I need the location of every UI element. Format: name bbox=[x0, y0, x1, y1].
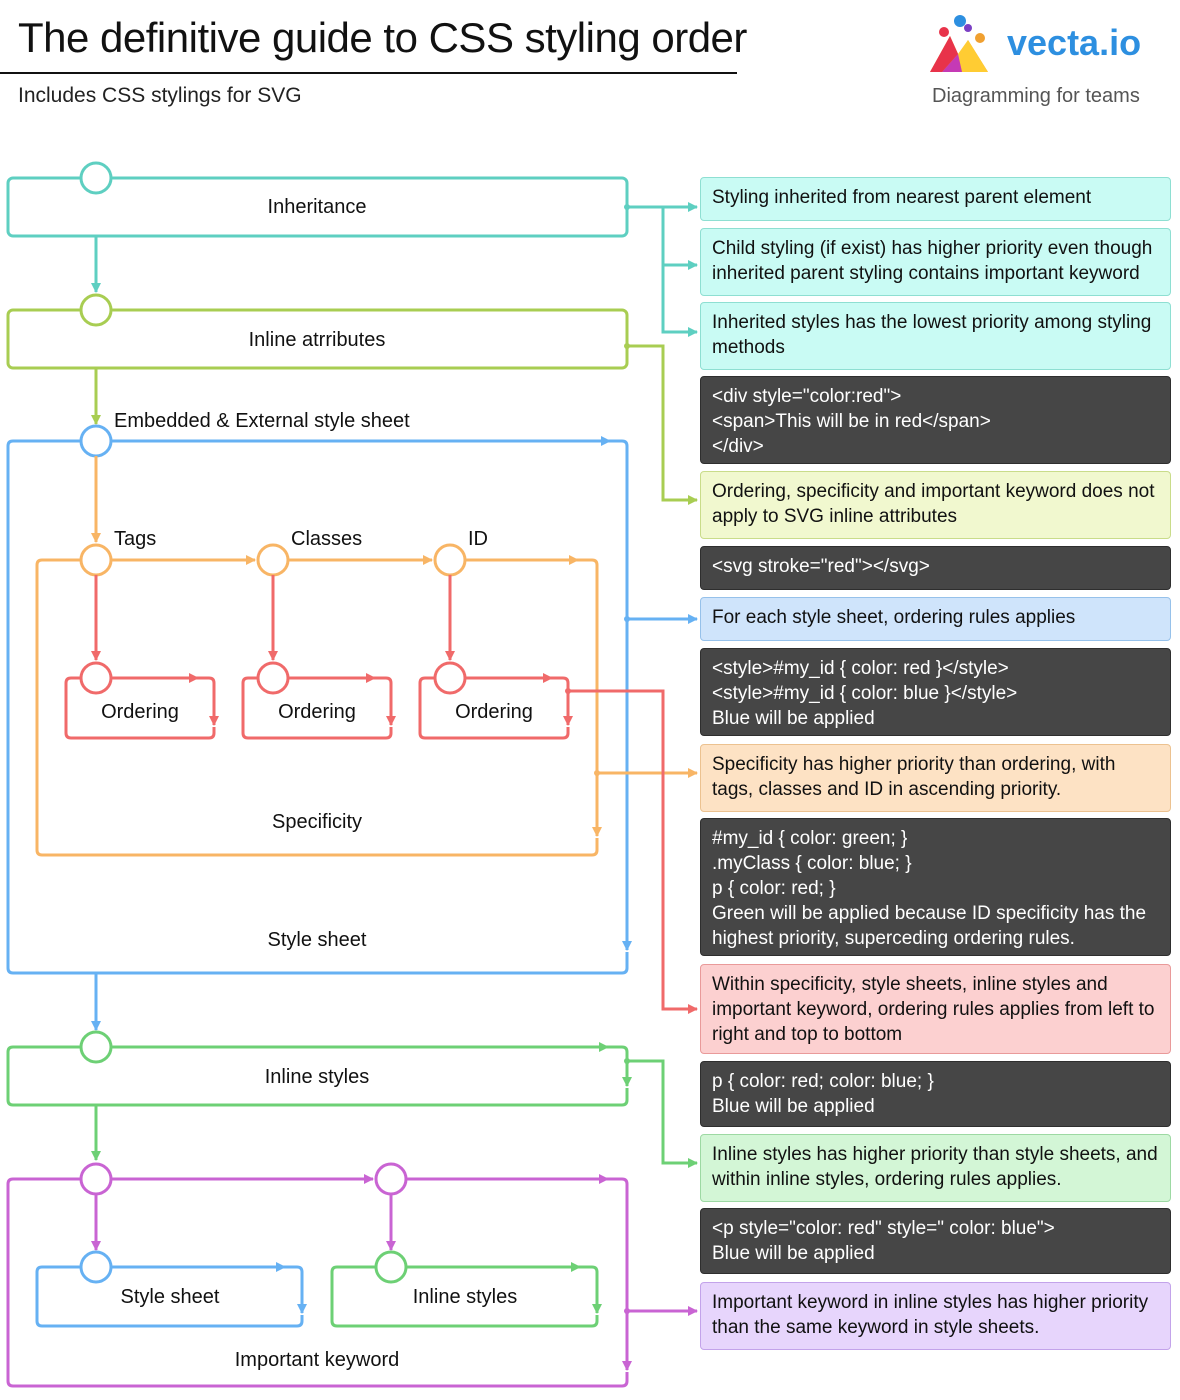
important-inline-styles-label: Inline styles bbox=[413, 1286, 518, 1308]
inline-attributes-label: Inline atrributes bbox=[249, 329, 386, 351]
inline-styles-group bbox=[6, 1030, 698, 1168]
tags-label: Tags bbox=[114, 528, 156, 550]
note-inline-priority: Inline styles has higher priority than s… bbox=[700, 1134, 1171, 1202]
note-child-priority: Child styling (if exist) has higher prio… bbox=[700, 228, 1171, 296]
ordering-classes-frame bbox=[241, 676, 393, 740]
note-code-div: <div style="color:red"> <span>This will … bbox=[700, 376, 1171, 464]
important-keyword-group bbox=[6, 1162, 698, 1388]
inline-attributes-box bbox=[6, 308, 629, 370]
note-code-inline: p { color: red; color: blue; } Blue will… bbox=[700, 1061, 1171, 1127]
note-inherit-parent: Styling inherited from nearest parent el… bbox=[700, 177, 1171, 221]
classes-label: Classes bbox=[291, 528, 362, 550]
important-style-sheet-frame bbox=[35, 1265, 304, 1328]
inline-styles-label: Inline styles bbox=[265, 1066, 370, 1088]
ordering-group bbox=[64, 575, 698, 1014]
inline-styles-frame bbox=[6, 1045, 629, 1107]
important-keyword-label: Important keyword bbox=[235, 1349, 400, 1371]
brand-tagline: Diagramming for teams bbox=[932, 85, 1140, 107]
page-title: The definitive guide to CSS styling orde… bbox=[18, 14, 747, 61]
note-code-specificity: #my_id { color: green; } .myClass { colo… bbox=[700, 818, 1171, 956]
style-sheet-label: Style sheet bbox=[268, 929, 367, 951]
ordering-classes-label: Ordering bbox=[278, 701, 356, 723]
style-sheet-group bbox=[6, 424, 698, 1031]
specificity-frame bbox=[35, 558, 599, 857]
ordering-id-frame bbox=[418, 676, 570, 740]
title-underline bbox=[0, 72, 737, 74]
note-lowest-priority: Inherited styles has the lowest priority… bbox=[700, 302, 1171, 370]
note-svg-attributes: Ordering, specificity and important keyw… bbox=[700, 471, 1171, 539]
ordering-tags-label: Ordering bbox=[101, 701, 179, 723]
vecta-logo-icon bbox=[930, 15, 988, 72]
important-style-sheet-label: Style sheet bbox=[121, 1286, 220, 1308]
ordering-tags-frame bbox=[64, 676, 216, 740]
note-code-svg: <svg stroke="red"></svg> bbox=[700, 546, 1171, 590]
note-specificity-priority: Specificity has higher priority than ord… bbox=[700, 744, 1171, 812]
ordering-id-label: Ordering bbox=[455, 701, 533, 723]
important-keyword-frame bbox=[6, 1177, 629, 1388]
inheritance-label: Inheritance bbox=[268, 196, 367, 218]
embedded-external-label: Embedded & External style sheet bbox=[114, 410, 410, 432]
specificity-label: Specificity bbox=[272, 811, 362, 833]
brand-name: vecta.io bbox=[1007, 22, 1142, 63]
note-code-style: <style>#my_id { color: red }</style> <st… bbox=[700, 648, 1171, 736]
note-stylesheet-ordering: For each style sheet, ordering rules app… bbox=[700, 597, 1171, 641]
note-ordering-rules: Within specificity, style sheets, inline… bbox=[700, 964, 1171, 1054]
note-important-priority: Important keyword in inline styles has h… bbox=[700, 1282, 1171, 1350]
connector-dots bbox=[565, 204, 630, 1314]
note-code-p-style: <p style="color: red" style=" color: blu… bbox=[700, 1208, 1171, 1274]
style-sheet-frame bbox=[6, 439, 629, 975]
important-style-sheet-group bbox=[35, 1250, 307, 1328]
important-inline-styles-frame bbox=[330, 1265, 599, 1328]
important-inline-styles-group bbox=[330, 1250, 602, 1328]
id-label: ID bbox=[468, 528, 488, 550]
specificity-group bbox=[35, 456, 698, 857]
page-subtitle: Includes CSS stylings for SVG bbox=[18, 84, 302, 107]
inline-attributes-group bbox=[6, 293, 698, 505]
